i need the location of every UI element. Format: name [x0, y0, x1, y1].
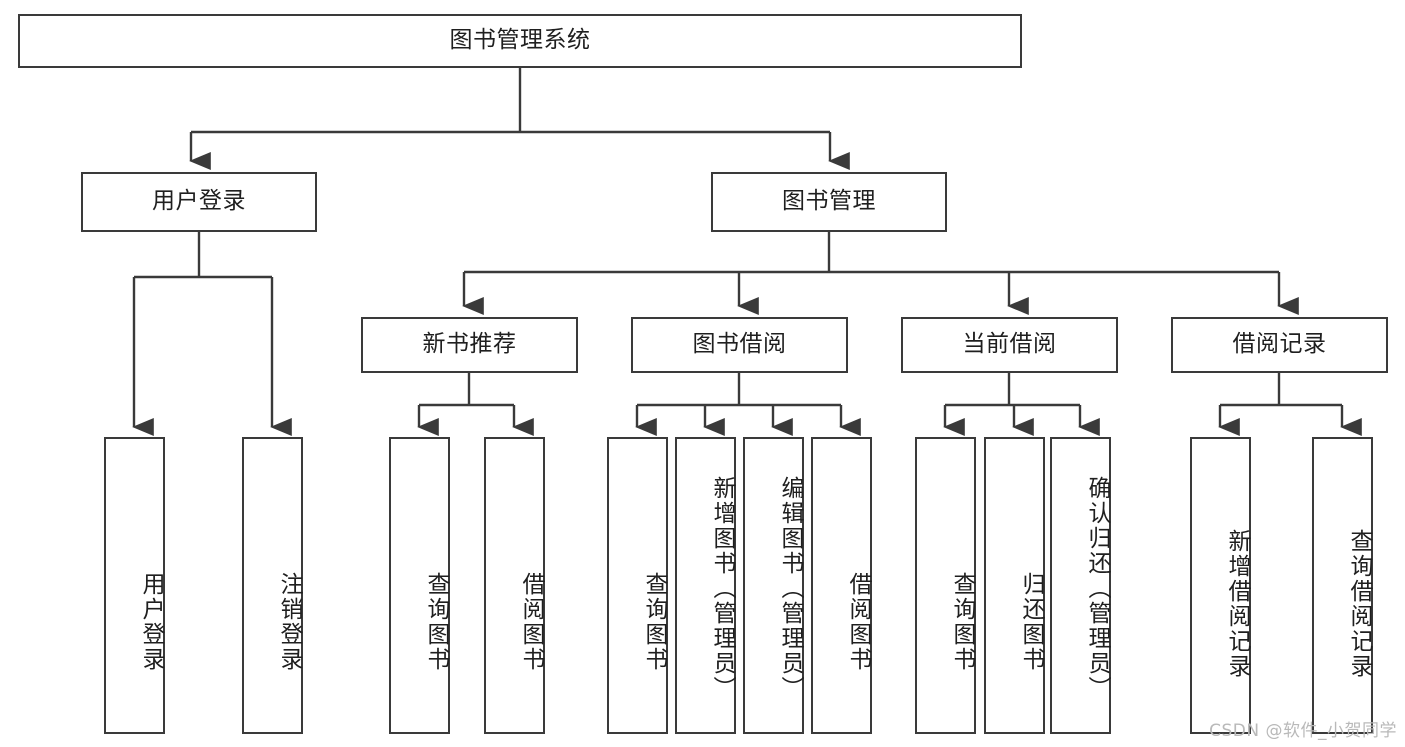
node-leaf-query-book-rec[interactable]: 查询图书 [389, 437, 450, 734]
node-current-borrow[interactable]: 当前借阅 [901, 317, 1118, 373]
node-leaf-borrow-book-rec[interactable]: 借阅图书 [484, 437, 545, 734]
node-book-borrow[interactable]: 图书借阅 [631, 317, 848, 373]
node-leaf-query-record-label: 查询借阅记录 [1346, 528, 1372, 679]
node-leaf-query-book-current-label: 查询图书 [949, 571, 975, 672]
node-user-login[interactable]: 用户登录 [81, 172, 317, 232]
node-book-borrow-label: 图书借阅 [692, 331, 787, 358]
node-root[interactable]: 图书管理系统 [18, 14, 1022, 68]
node-leaf-return-book[interactable]: 归还图书 [984, 437, 1045, 734]
node-leaf-borrow-book[interactable]: 借阅图书 [811, 437, 872, 734]
node-leaf-user-login-label: 用户登录 [138, 571, 164, 672]
node-book-manage[interactable]: 图书管理 [711, 172, 947, 232]
node-leaf-query-book-borrow-label: 查询图书 [641, 571, 667, 672]
node-borrow-record[interactable]: 借阅记录 [1171, 317, 1388, 373]
node-leaf-query-book-borrow[interactable]: 查询图书 [607, 437, 668, 734]
node-book-manage-label: 图书管理 [782, 188, 876, 215]
watermark-text: CSDN @软件_小贺同学 [1209, 721, 1397, 741]
node-user-login-label: 用户登录 [152, 188, 246, 215]
node-leaf-user-login[interactable]: 用户登录 [104, 437, 165, 734]
node-new-book-rec[interactable]: 新书推荐 [361, 317, 578, 373]
node-leaf-query-book-rec-label: 查询图书 [423, 571, 449, 672]
node-leaf-logout[interactable]: 注销登录 [242, 437, 303, 734]
node-leaf-borrow-book-rec-label: 借阅图书 [518, 571, 544, 672]
node-root-label: 图书管理系统 [449, 27, 591, 54]
node-leaf-add-book[interactable]: 新增图书（管理员） [675, 437, 736, 734]
node-leaf-add-record[interactable]: 新增借阅记录 [1190, 437, 1251, 734]
node-leaf-return-book-label: 归还图书 [1018, 571, 1044, 672]
node-leaf-logout-label: 注销登录 [276, 571, 302, 672]
node-current-borrow-label: 当前借阅 [962, 331, 1057, 358]
node-leaf-confirm-return[interactable]: 确认归还（管理员） [1050, 437, 1111, 734]
node-leaf-edit-book-label: 编辑图书（管理员） [777, 476, 803, 701]
node-leaf-query-record[interactable]: 查询借阅记录 [1312, 437, 1373, 734]
node-leaf-confirm-return-label: 确认归还（管理员） [1084, 476, 1110, 701]
node-leaf-add-record-label: 新增借阅记录 [1224, 528, 1250, 679]
node-leaf-borrow-book-label: 借阅图书 [845, 571, 871, 672]
node-borrow-record-label: 借阅记录 [1232, 331, 1327, 358]
node-leaf-add-book-label: 新增图书（管理员） [709, 476, 735, 701]
node-leaf-query-book-current[interactable]: 查询图书 [915, 437, 976, 734]
node-new-book-rec-label: 新书推荐 [422, 331, 517, 358]
node-leaf-edit-book[interactable]: 编辑图书（管理员） [743, 437, 804, 734]
